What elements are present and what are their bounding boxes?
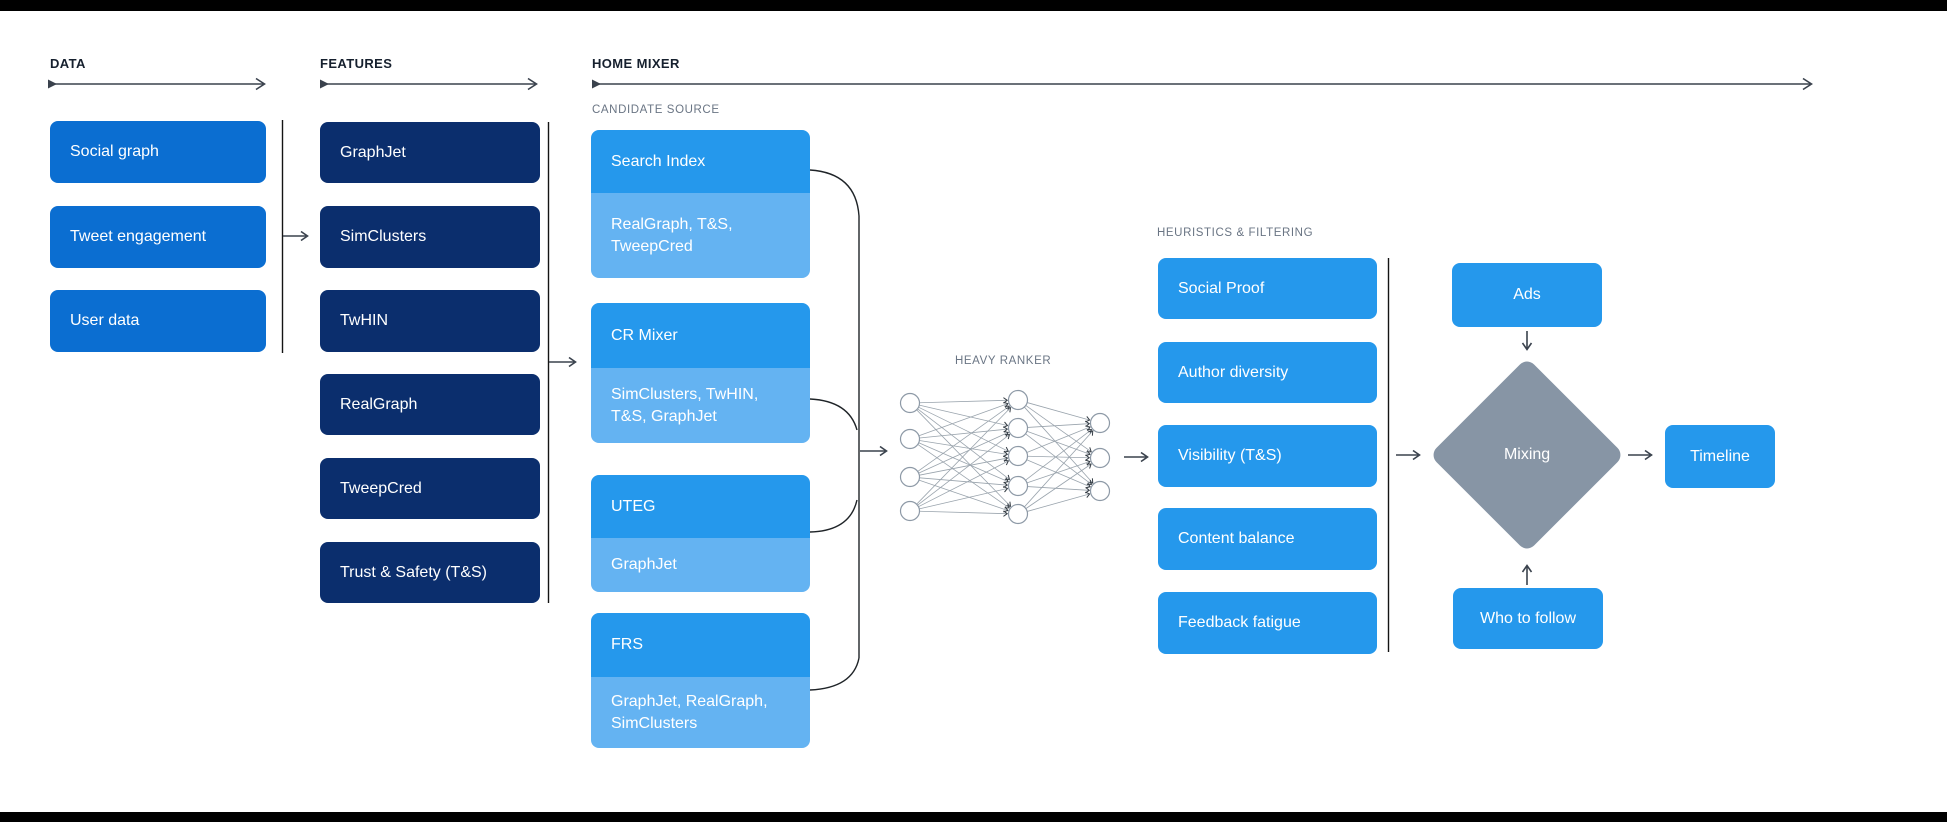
- candidate-name: UTEG: [591, 475, 810, 538]
- candidate-box-frs: FRS GraphJet, RealGraph, SimClusters: [591, 613, 810, 748]
- data-section-arrow: [48, 77, 266, 91]
- candidate-merge-connectors: [809, 169, 860, 691]
- feature-box-twhin: TwHIN: [320, 290, 540, 352]
- candidate-name: FRS: [591, 613, 810, 677]
- label-heavy-ranker: HEAVY RANKER: [955, 355, 1052, 367]
- heuristic-box-visibility: Visibility (T&S): [1158, 425, 1377, 487]
- candidate-name: Search Index: [591, 130, 810, 193]
- bottom-black-bar: [0, 812, 1947, 822]
- data-box-social-graph: Social graph: [50, 121, 266, 183]
- home-mixer-section-arrow: [592, 77, 1813, 91]
- feature-box-tweepcred: TweepCred: [320, 458, 540, 519]
- section-label-data: DATA: [50, 56, 86, 71]
- neural-network-illustration: [899, 389, 1111, 525]
- candidate-box-search-index: Search Index RealGraph, T&S, TweepCred: [591, 130, 810, 278]
- feature-box-simclusters: SimClusters: [320, 206, 540, 268]
- candidate-uses: SimClusters, TwHIN, T&S, GraphJet: [591, 368, 810, 443]
- ads-to-mixing-arrow: [1521, 331, 1533, 351]
- feature-box-graphjet: GraphJet: [320, 122, 540, 183]
- data-box-tweet-engagement: Tweet engagement: [50, 206, 266, 268]
- candidate-name: CR Mixer: [591, 303, 810, 368]
- candidate-uses: RealGraph, T&S, TweepCred: [591, 193, 810, 278]
- heuristics-to-mixing-arrow: [1396, 449, 1421, 461]
- feature-box-realgraph: RealGraph: [320, 374, 540, 435]
- heuristic-box-social-proof: Social Proof: [1158, 258, 1377, 319]
- candidate-box-uteg: UTEG GraphJet: [591, 475, 810, 592]
- features-to-candidates-arrow: [549, 356, 577, 368]
- top-black-bar: [0, 0, 1947, 11]
- heuristic-box-feedback-fatigue: Feedback fatigue: [1158, 592, 1377, 654]
- data-to-features-arrow: [283, 230, 309, 242]
- data-box-user-data: User data: [50, 290, 266, 352]
- feature-box-trust-safety: Trust & Safety (T&S): [320, 542, 540, 603]
- who-to-follow-to-mixing-arrow: [1521, 564, 1533, 585]
- features-section-arrow: [320, 77, 538, 91]
- section-label-home-mixer: HOME MIXER: [592, 56, 680, 71]
- label-candidate-source: CANDIDATE SOURCE: [592, 104, 720, 116]
- heuristic-box-author-diversity: Author diversity: [1158, 342, 1377, 403]
- candidate-uses: GraphJet, RealGraph, SimClusters: [591, 677, 810, 748]
- timeline-box: Timeline: [1665, 425, 1775, 488]
- label-heuristics-filtering: HEURISTICS & FILTERING: [1157, 227, 1314, 239]
- heuristic-box-content-balance: Content balance: [1158, 508, 1377, 570]
- mixing-label: Mixing: [1503, 445, 1551, 463]
- mixing-diamond: Mixing: [1429, 357, 1625, 553]
- who-to-follow-box: Who to follow: [1453, 588, 1603, 649]
- ads-box: Ads: [1452, 263, 1602, 327]
- section-label-features: FEATURES: [320, 56, 393, 71]
- candidate-uses: GraphJet: [591, 538, 810, 592]
- ranker-to-heuristics-arrow: [1124, 451, 1149, 463]
- candidate-box-cr-mixer: CR Mixer SimClusters, TwHIN, T&S, GraphJ…: [591, 303, 810, 443]
- candidates-to-ranker-arrow: [860, 445, 888, 457]
- mixing-to-timeline-arrow: [1628, 449, 1653, 461]
